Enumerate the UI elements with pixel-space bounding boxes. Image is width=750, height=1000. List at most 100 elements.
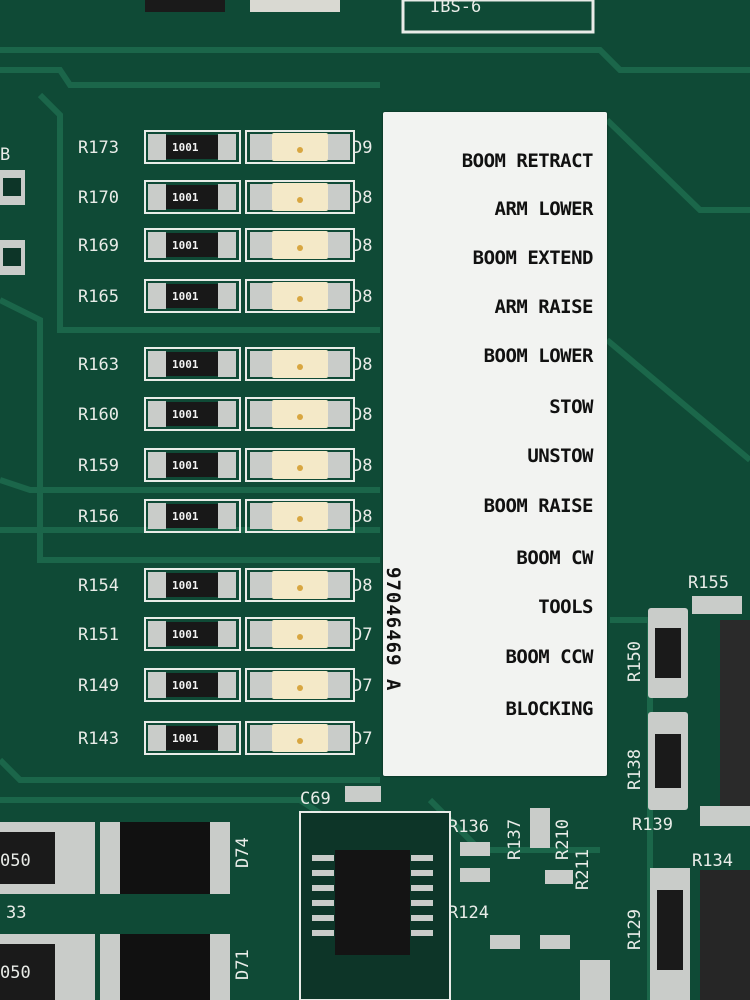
resistor-outline [144, 130, 241, 164]
led-pad [328, 401, 350, 427]
led-outline [245, 130, 355, 164]
led-pad [328, 672, 350, 698]
led-outline [245, 347, 355, 381]
resistor-body [166, 233, 218, 257]
resistor-ref: R156 [78, 507, 119, 527]
led-pad [250, 134, 272, 160]
resistor-ref: R173 [78, 138, 119, 158]
led-pad [250, 283, 272, 309]
resistor-outline [144, 617, 241, 651]
label-part-number: 97046469 A [382, 567, 404, 692]
resistor-pad [218, 572, 236, 598]
resistor-value: 1001 [172, 732, 199, 745]
board-top-marking: IBS-6 [430, 0, 481, 17]
resistor-ref: R151 [78, 625, 119, 645]
resistor-ref: R149 [78, 676, 119, 696]
led-pad [250, 401, 272, 427]
resistor-pad [148, 621, 166, 647]
bottom-marking-050-b: 050 [0, 963, 31, 983]
led-die [297, 738, 303, 744]
led-pad [328, 134, 350, 160]
led-pad [328, 503, 350, 529]
ref-r124: R124 [448, 903, 489, 923]
function-label: TOOLS [538, 596, 593, 618]
resistor-ref: R163 [78, 355, 119, 375]
led-outline [245, 228, 355, 262]
function-label: BOOM LOWER [483, 345, 594, 367]
function-label: UNSTOW [527, 445, 593, 467]
resistor-body [166, 185, 218, 209]
resistor-pad [218, 725, 236, 751]
led-ref: D8 [352, 576, 372, 596]
led-die [297, 634, 303, 640]
ref-r129: R129 [625, 909, 645, 950]
led-ref: D8 [352, 456, 372, 476]
resistor-outline [144, 279, 241, 313]
resistor-value: 1001 [172, 239, 199, 252]
resistor-value: 1001 [172, 408, 199, 421]
led-ref: D8 [352, 188, 372, 208]
function-label: BOOM RETRACT [461, 150, 594, 172]
ref-r137: R137 [505, 819, 525, 860]
led-outline [245, 721, 355, 755]
left-marking: B [0, 145, 10, 165]
resistor-value: 1001 [172, 679, 199, 692]
resistor-pad [148, 232, 166, 258]
ref-r150: R150 [625, 641, 645, 682]
resistor-pad [218, 672, 236, 698]
resistor-outline [144, 180, 241, 214]
led-ref: D7 [352, 729, 372, 749]
ref-d71: D71 [233, 949, 253, 980]
ref-r210: R210 [553, 819, 573, 860]
resistor-value: 1001 [172, 191, 199, 204]
led-pad [250, 184, 272, 210]
led-pad [250, 232, 272, 258]
led-pad [328, 452, 350, 478]
resistor-outline [144, 568, 241, 602]
led-outline [245, 448, 355, 482]
led-ref: D8 [352, 507, 372, 527]
led-pad [250, 452, 272, 478]
led-ref: D8 [352, 405, 372, 425]
resistor-pad [218, 351, 236, 377]
led-outline [245, 397, 355, 431]
resistor-pad [148, 452, 166, 478]
resistor-pad [218, 452, 236, 478]
led-row: R149 1001 D7 [78, 668, 372, 702]
left-edge-components: B [0, 145, 25, 275]
resistor-ref: R154 [78, 576, 119, 596]
resistor-body [166, 135, 218, 159]
ref-r139: R139 [632, 815, 673, 835]
led-pad [328, 351, 350, 377]
bottom-marking-33: 33 [6, 903, 26, 923]
right-components: R155 R150 R138 R139 R134 R129 [625, 573, 750, 1000]
resistor-body [166, 453, 218, 477]
resistor-value: 1001 [172, 579, 199, 592]
resistor-body [166, 402, 218, 426]
ref-r138: R138 [625, 749, 645, 790]
led-pad [250, 351, 272, 377]
resistor-outline [144, 228, 241, 262]
led-die [297, 516, 303, 522]
led-outline [245, 568, 355, 602]
led-ref: D7 [352, 676, 372, 696]
led-pad [328, 283, 350, 309]
function-label: BOOM CW [516, 547, 593, 569]
resistor-outline [144, 347, 241, 381]
ref-d74: D74 [233, 837, 253, 868]
resistor-value: 1001 [172, 459, 199, 472]
ref-r155: R155 [688, 573, 729, 593]
resistor-body [166, 352, 218, 376]
led-die [297, 197, 303, 203]
